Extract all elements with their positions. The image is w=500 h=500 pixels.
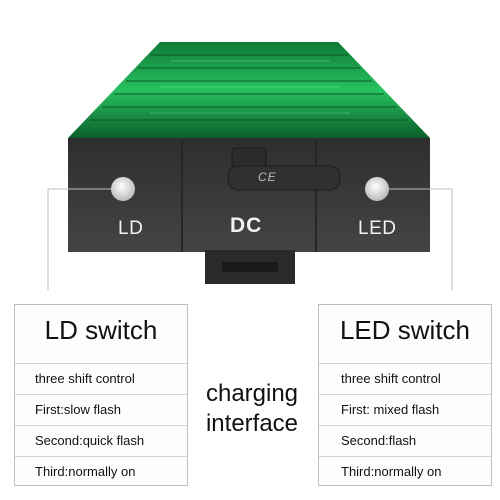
ld-switch-panel: LD switch three shift control First:slow… (14, 304, 188, 486)
led-row: First: mixed flash (319, 394, 491, 425)
dc-label: DC (230, 214, 263, 237)
led-switch-title: LED switch (339, 315, 471, 345)
lens-ribs (90, 54, 408, 121)
led-label: LED (358, 218, 397, 239)
ld-row: three shift control (15, 363, 187, 394)
green-lens (68, 42, 430, 138)
tail-light-device (47, 42, 453, 290)
ce-mark: CE (258, 170, 277, 184)
ld-row: Third:normally on (15, 456, 187, 487)
charging-interface-label: charging interface (186, 379, 318, 439)
ld-label: LD (118, 218, 144, 239)
charging-line: interface (205, 410, 299, 437)
ld-row: Second:quick flash (15, 425, 187, 456)
ld-callout-line (47, 188, 111, 290)
led-row: Second:flash (319, 425, 491, 456)
led-callout-line (389, 188, 453, 290)
ld-switch-title: LD switch (44, 315, 158, 345)
charging-line: charging (205, 380, 299, 407)
ld-button[interactable] (111, 177, 135, 201)
housing (68, 138, 430, 252)
led-row: Third:normally on (319, 456, 491, 487)
led-switch-panel: LED switch three shift control First: mi… (318, 304, 492, 486)
ld-row: First:slow flash (15, 394, 187, 425)
led-row: three shift control (319, 363, 491, 394)
led-button[interactable] (365, 177, 389, 201)
